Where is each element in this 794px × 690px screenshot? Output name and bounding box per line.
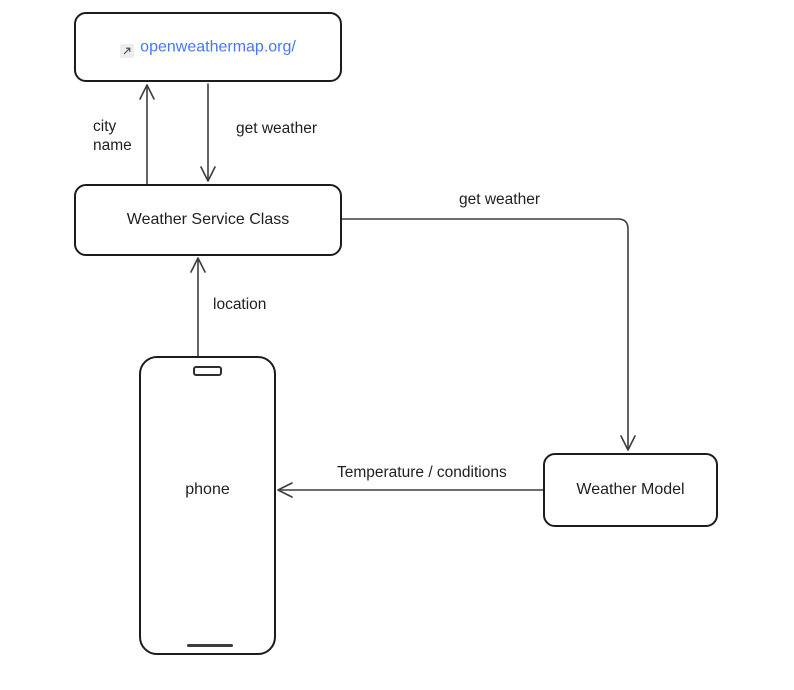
edge-get-weather-model-line (341, 218, 629, 450)
node-weather-model: Weather Model (543, 453, 718, 527)
edge-get-weather-model-arrowhead (620, 435, 636, 451)
node-weather-service-class: Weather Service Class (74, 184, 342, 256)
edge-label-temperature: Temperature / conditions (337, 464, 507, 481)
edge-label-city-name: city name (93, 118, 132, 154)
weather-service-class-label: Weather Service Class (126, 211, 290, 228)
phone-home-indicator (187, 644, 233, 647)
edge-label-get-weather-model: get weather (459, 191, 540, 208)
openweathermap-link[interactable]: openweathermap.org/ (120, 37, 296, 58)
edge-city-name-arrowhead (139, 84, 155, 100)
edge-get-weather-api-arrowhead (200, 166, 216, 182)
edge-label-get-weather-api: get weather (236, 120, 317, 137)
node-phone (139, 356, 276, 655)
weather-model-label: Weather Model (576, 481, 685, 498)
node-openweathermap: openweathermap.org/ (74, 12, 342, 82)
phone-label: phone (185, 481, 230, 498)
edge-label-location: location (213, 296, 267, 313)
edge-temperature-arrowhead (277, 482, 293, 498)
openweathermap-link-label: openweathermap.org/ (140, 38, 296, 56)
external-link-icon (120, 43, 135, 58)
phone-speaker (193, 366, 222, 376)
edge-location-arrowhead (190, 257, 206, 273)
